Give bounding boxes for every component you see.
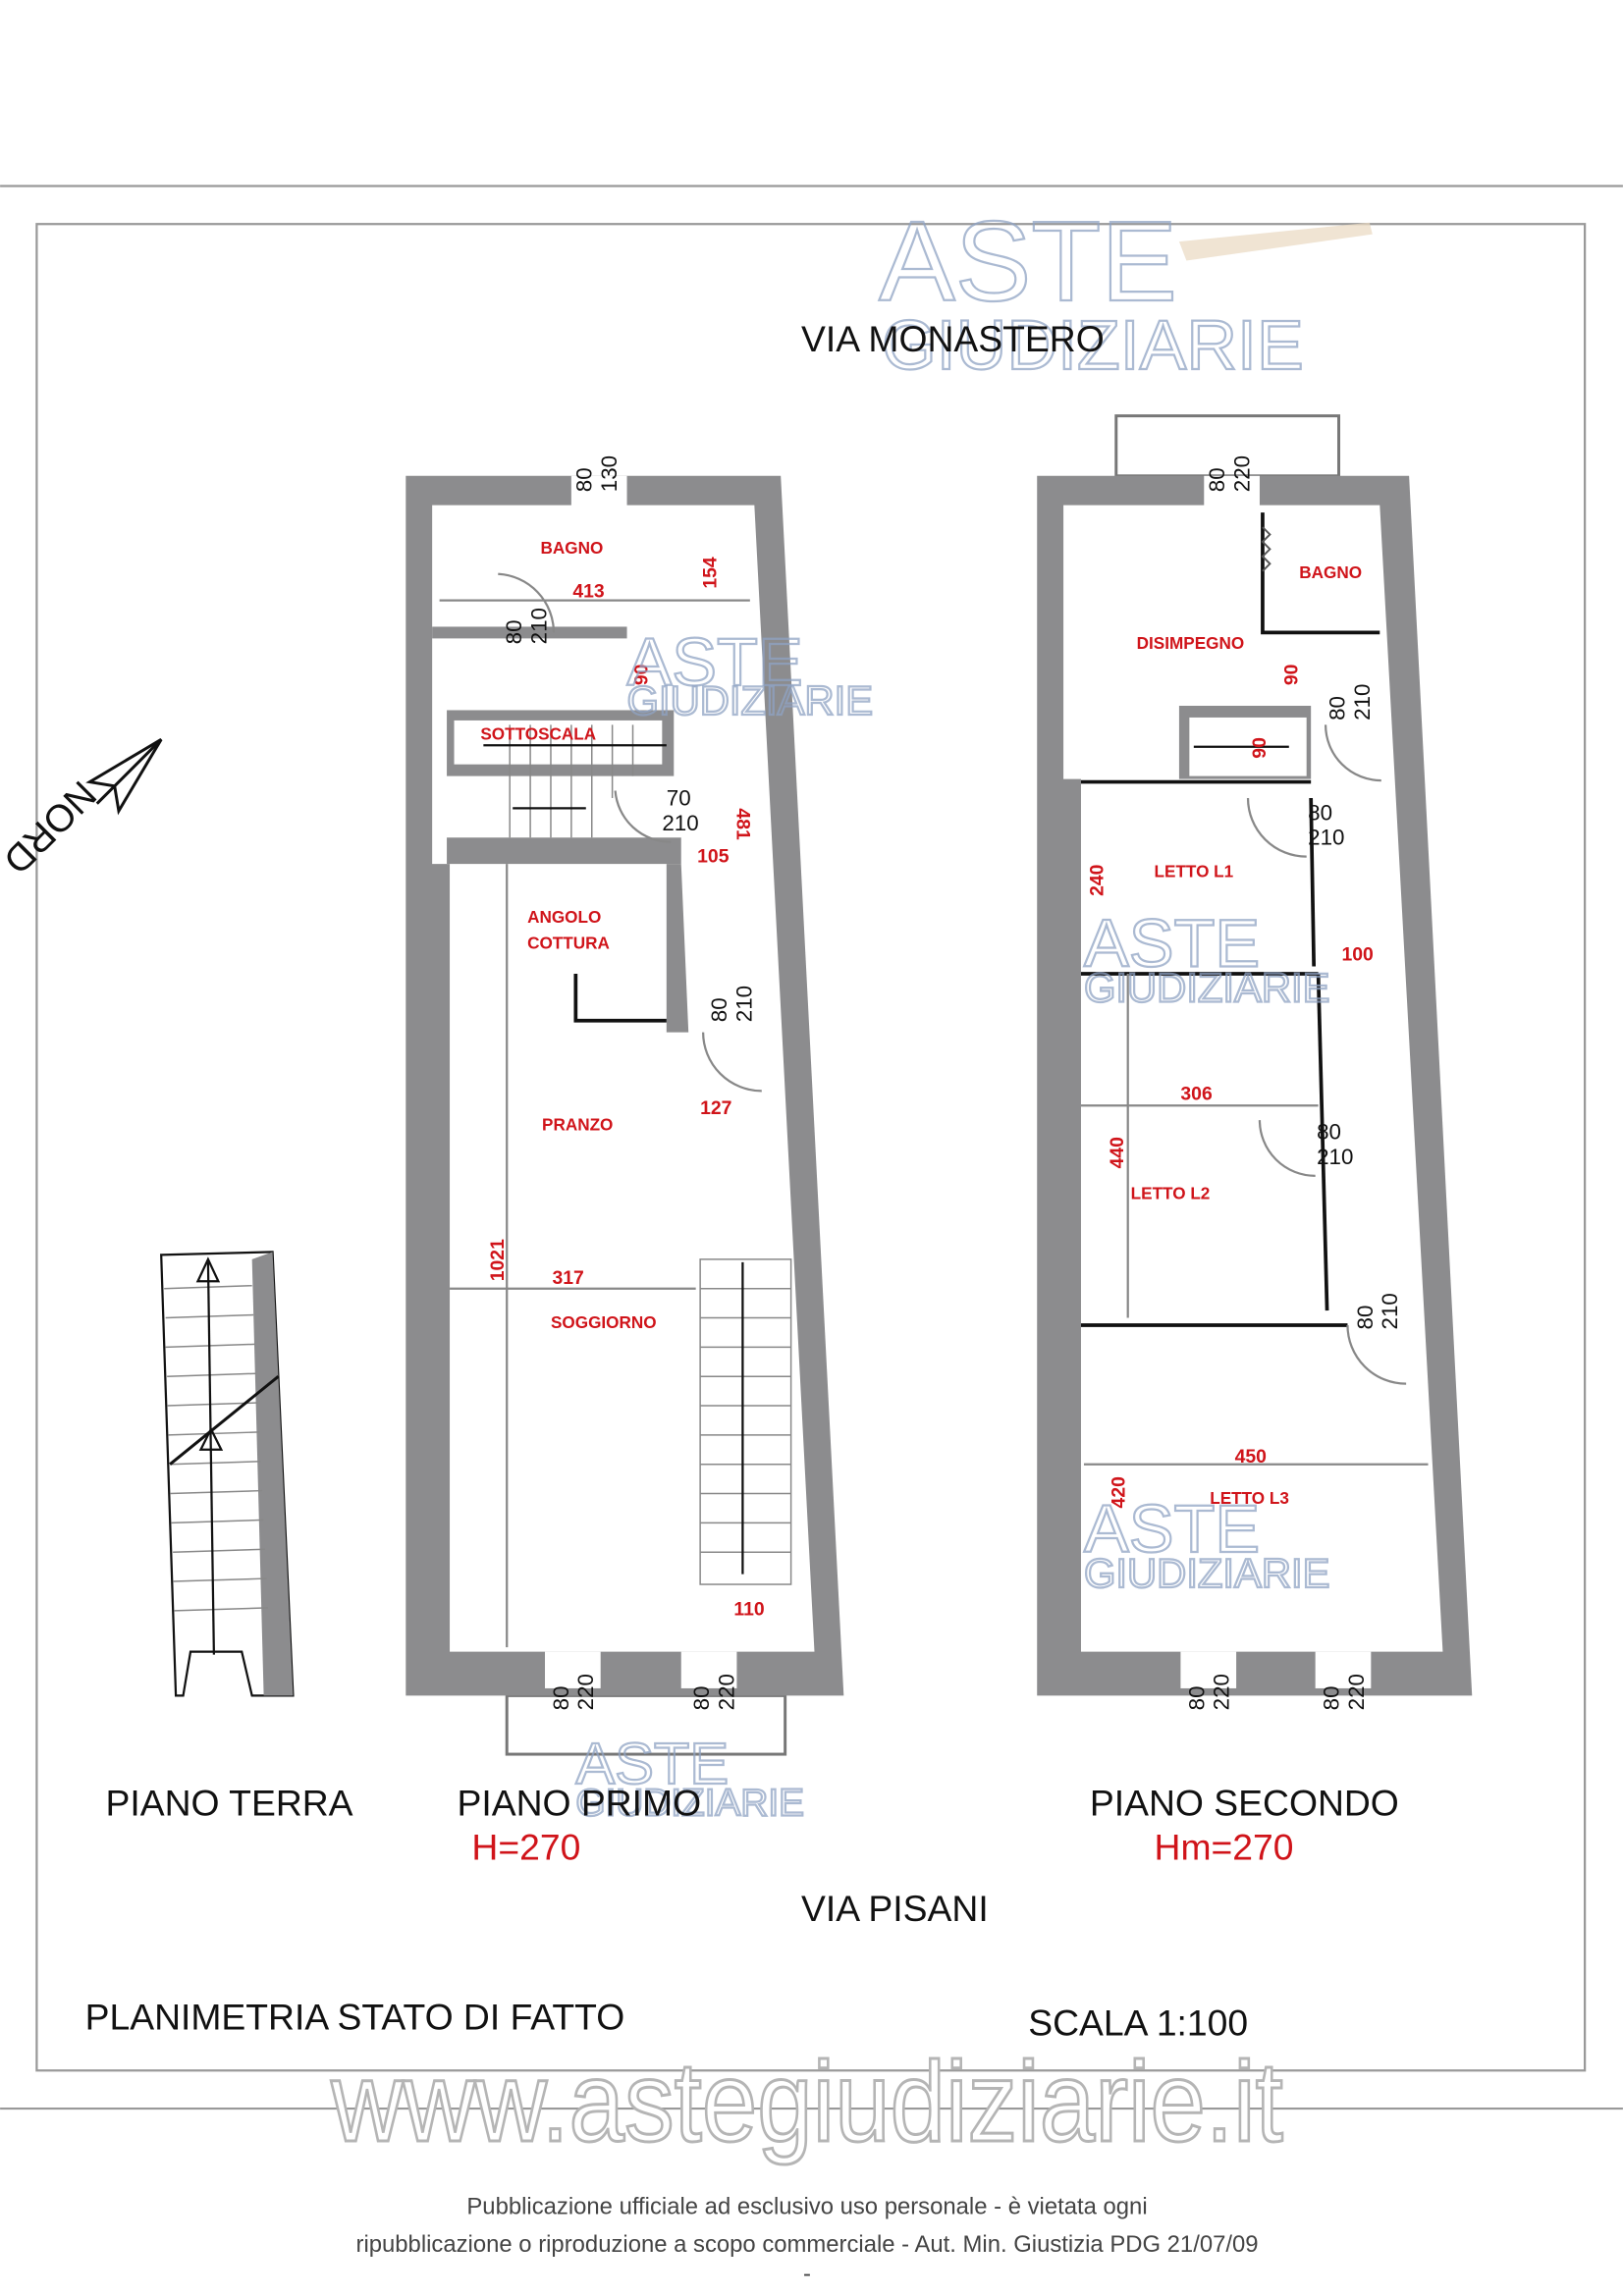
svg-text:110: 110 [733, 1598, 764, 1620]
svg-text:420: 420 [1109, 1476, 1130, 1508]
piano-terra-plan [160, 1251, 295, 1697]
svg-text:210: 210 [731, 986, 756, 1022]
floor-label-primo: PIANO PRIMO [458, 1783, 702, 1824]
footer-line-3: - [803, 2261, 811, 2287]
svg-text:220: 220 [714, 1674, 738, 1710]
svg-text:80: 80 [572, 467, 597, 492]
svg-text:BAGNO: BAGNO [541, 538, 604, 558]
svg-text:317: 317 [552, 1267, 583, 1289]
piano-secondo-doors: 80 220 80 210 80 210 80 210 80 210 80 22… [1184, 455, 1402, 1710]
svg-text:127: 127 [700, 1097, 731, 1119]
piano-secondo-rooms: BAGNO DISIMPEGNO LETTO L1 LETTO L2 LETTO… [1131, 562, 1362, 1508]
watermark-site: www.astegiudiziarie.it [330, 2038, 1282, 2165]
svg-text:80: 80 [707, 997, 731, 1022]
floor-label-secondo: PIANO SECONDO [1090, 1783, 1399, 1824]
svg-text:80: 80 [1308, 800, 1332, 825]
svg-text:SOTTOSCALA: SOTTOSCALA [480, 723, 596, 743]
svg-text:105: 105 [697, 846, 730, 868]
piano-secondo-dimensions: 90 90 240 100 306 440 450 420 [1086, 665, 1373, 1509]
svg-text:210: 210 [527, 608, 552, 644]
floor-height-secondo: Hm=270 [1155, 1826, 1294, 1867]
svg-text:SOGGIORNO: SOGGIORNO [551, 1312, 657, 1332]
svg-text:130: 130 [597, 455, 622, 492]
svg-text:240: 240 [1086, 865, 1108, 896]
footer-line-1: Pubblicazione ufficiale ad esclusivo uso… [466, 2193, 1147, 2219]
svg-text:210: 210 [1317, 1145, 1353, 1169]
svg-text:90: 90 [1249, 737, 1271, 759]
svg-text:GIUDIZIARIE: GIUDIZIARIE [1084, 1550, 1330, 1596]
svg-text:ASTE: ASTE [575, 1731, 729, 1796]
svg-text:154: 154 [700, 557, 722, 589]
piano-primo-plan [406, 475, 844, 1756]
svg-text:GIUDIZIARIE: GIUDIZIARIE [882, 306, 1304, 385]
svg-text:LETTO L2: LETTO L2 [1131, 1184, 1211, 1203]
svg-text:ASTE: ASTE [1084, 1491, 1260, 1567]
svg-text:90: 90 [630, 665, 652, 686]
svg-text:210: 210 [1350, 684, 1375, 721]
svg-text:LETTO L1: LETTO L1 [1155, 862, 1234, 881]
floor-label-terra: PIANO TERRA [105, 1783, 352, 1824]
svg-text:210: 210 [662, 811, 698, 835]
svg-text:210: 210 [1308, 826, 1344, 850]
piano-primo-dimensions: 413 154 90 481 105 127 317 1021 110 [487, 557, 764, 1620]
svg-text:306: 306 [1180, 1083, 1213, 1104]
drawing-frame [35, 223, 1587, 2072]
svg-text:80: 80 [1353, 1306, 1378, 1330]
floor-height-primo: H=270 [471, 1826, 580, 1867]
svg-text:70: 70 [667, 785, 691, 810]
svg-text:BAGNO: BAGNO [1299, 562, 1362, 582]
svg-text:80: 80 [549, 1685, 573, 1710]
svg-text:80: 80 [1205, 467, 1229, 492]
svg-text:80: 80 [689, 1685, 714, 1710]
svg-text:90: 90 [1281, 665, 1303, 686]
svg-text:450: 450 [1235, 1446, 1267, 1468]
piano-primo-doors: 80 130 80 210 70 210 80 210 80 220 80 22… [502, 455, 756, 1710]
svg-text:80: 80 [1325, 696, 1349, 721]
svg-text:GIUDIZIARIE: GIUDIZIARIE [575, 1783, 804, 1825]
svg-text:ANGOLO: ANGOLO [527, 907, 601, 927]
svg-text:GIUDIZIARIE: GIUDIZIARIE [627, 677, 874, 723]
svg-text:100: 100 [1341, 944, 1373, 966]
drawing-scale: SCALA 1:100 [1028, 2002, 1248, 2043]
svg-text:220: 220 [1210, 1674, 1234, 1710]
svg-text:220: 220 [573, 1674, 598, 1710]
svg-text:220: 220 [1230, 455, 1255, 492]
footer-line-2: ripubblicazione o riproduzione a scopo c… [356, 2231, 1259, 2258]
watermark-logos: ASTE GIUDIZIARIE ASTE GIUDIZIARIE ASTE G… [574, 623, 1330, 1826]
svg-text:440: 440 [1107, 1137, 1128, 1168]
svg-text:80: 80 [1184, 1685, 1209, 1710]
piano-secondo-plan [1037, 414, 1473, 1696]
svg-text:LETTO L3: LETTO L3 [1210, 1488, 1289, 1508]
svg-text:80: 80 [1317, 1120, 1341, 1145]
svg-text:ASTE: ASTE [627, 624, 803, 700]
svg-text:1021: 1021 [487, 1239, 509, 1281]
svg-text:413: 413 [572, 581, 605, 603]
svg-text:210: 210 [1378, 1293, 1402, 1329]
svg-text:COTTURA: COTTURA [527, 934, 610, 953]
svg-text:220: 220 [1344, 1674, 1369, 1710]
svg-text:GIUDIZIARIE: GIUDIZIARIE [1084, 964, 1330, 1010]
street-north: VIA MONASTERO [801, 318, 1105, 359]
svg-text:PRANZO: PRANZO [542, 1115, 613, 1135]
piano-primo-rooms: BAGNO SOTTOSCALA ANGOLO COTTURA PRANZO S… [480, 538, 656, 1332]
street-south: VIA PISANI [801, 1888, 989, 1929]
north-arrow: NORD [0, 738, 163, 881]
drawing-title: PLANIMETRIA STATO DI FATTO [85, 1997, 625, 2038]
svg-text:ASTE: ASTE [1084, 906, 1260, 982]
watermark-logo-top: ASTE GIUDIZIARIE [878, 196, 1373, 386]
svg-text:NORD: NORD [0, 773, 104, 881]
svg-text:481: 481 [731, 808, 753, 840]
svg-text:80: 80 [502, 619, 526, 644]
svg-text:DISIMPEGNO: DISIMPEGNO [1137, 633, 1245, 653]
svg-text:ASTE: ASTE [879, 197, 1177, 325]
svg-text:80: 80 [1320, 1685, 1344, 1710]
